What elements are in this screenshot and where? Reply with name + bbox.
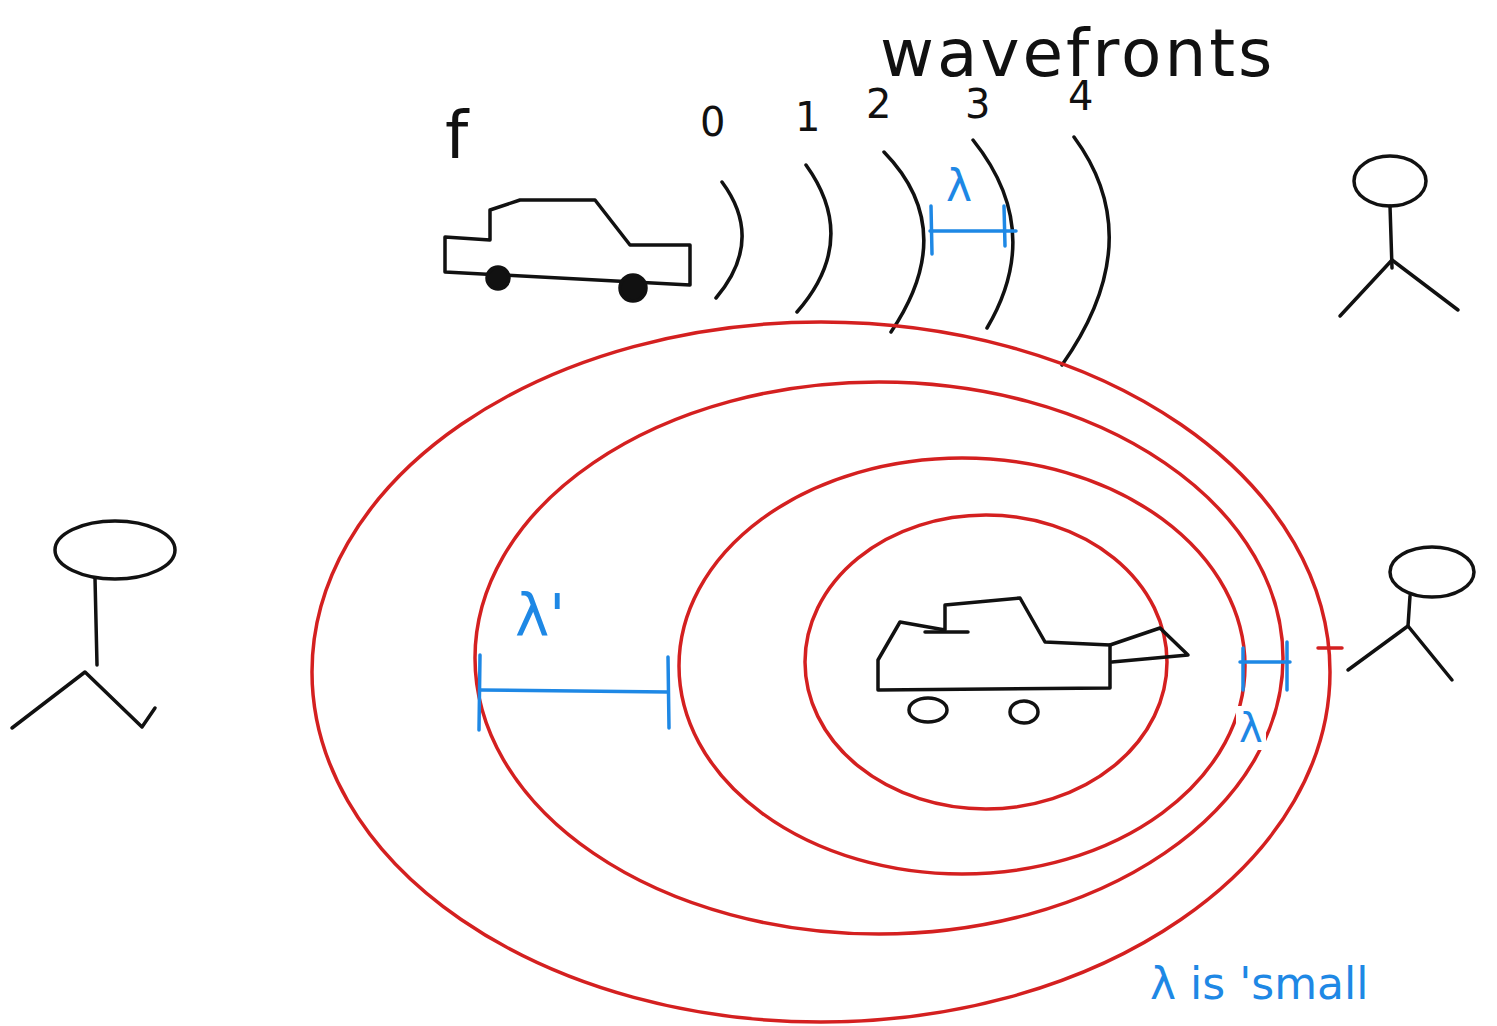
callout-number: 4	[1068, 74, 1093, 118]
wavelength-label: λ'	[515, 585, 565, 649]
wavelength-label: λ	[946, 162, 972, 210]
wavelength-label: λ	[1236, 706, 1266, 750]
callout-number: 3	[965, 82, 990, 126]
note-label: λ is 'small	[1150, 960, 1368, 1008]
callout-number: 0	[700, 100, 725, 144]
callout-number: 2	[866, 82, 891, 126]
wavefront-arcs	[716, 137, 1109, 365]
moving-car	[878, 598, 1188, 723]
wavelength-marker	[479, 642, 1290, 730]
callout-number: 1	[795, 95, 820, 139]
wavelength-marker	[930, 206, 1016, 254]
stick-figure	[1348, 547, 1474, 680]
moving-wavefronts	[312, 322, 1342, 1022]
stationary-car	[445, 200, 690, 301]
stick-figure	[12, 521, 175, 728]
frequency-label: f	[445, 100, 468, 173]
stick-figure	[1340, 156, 1458, 316]
